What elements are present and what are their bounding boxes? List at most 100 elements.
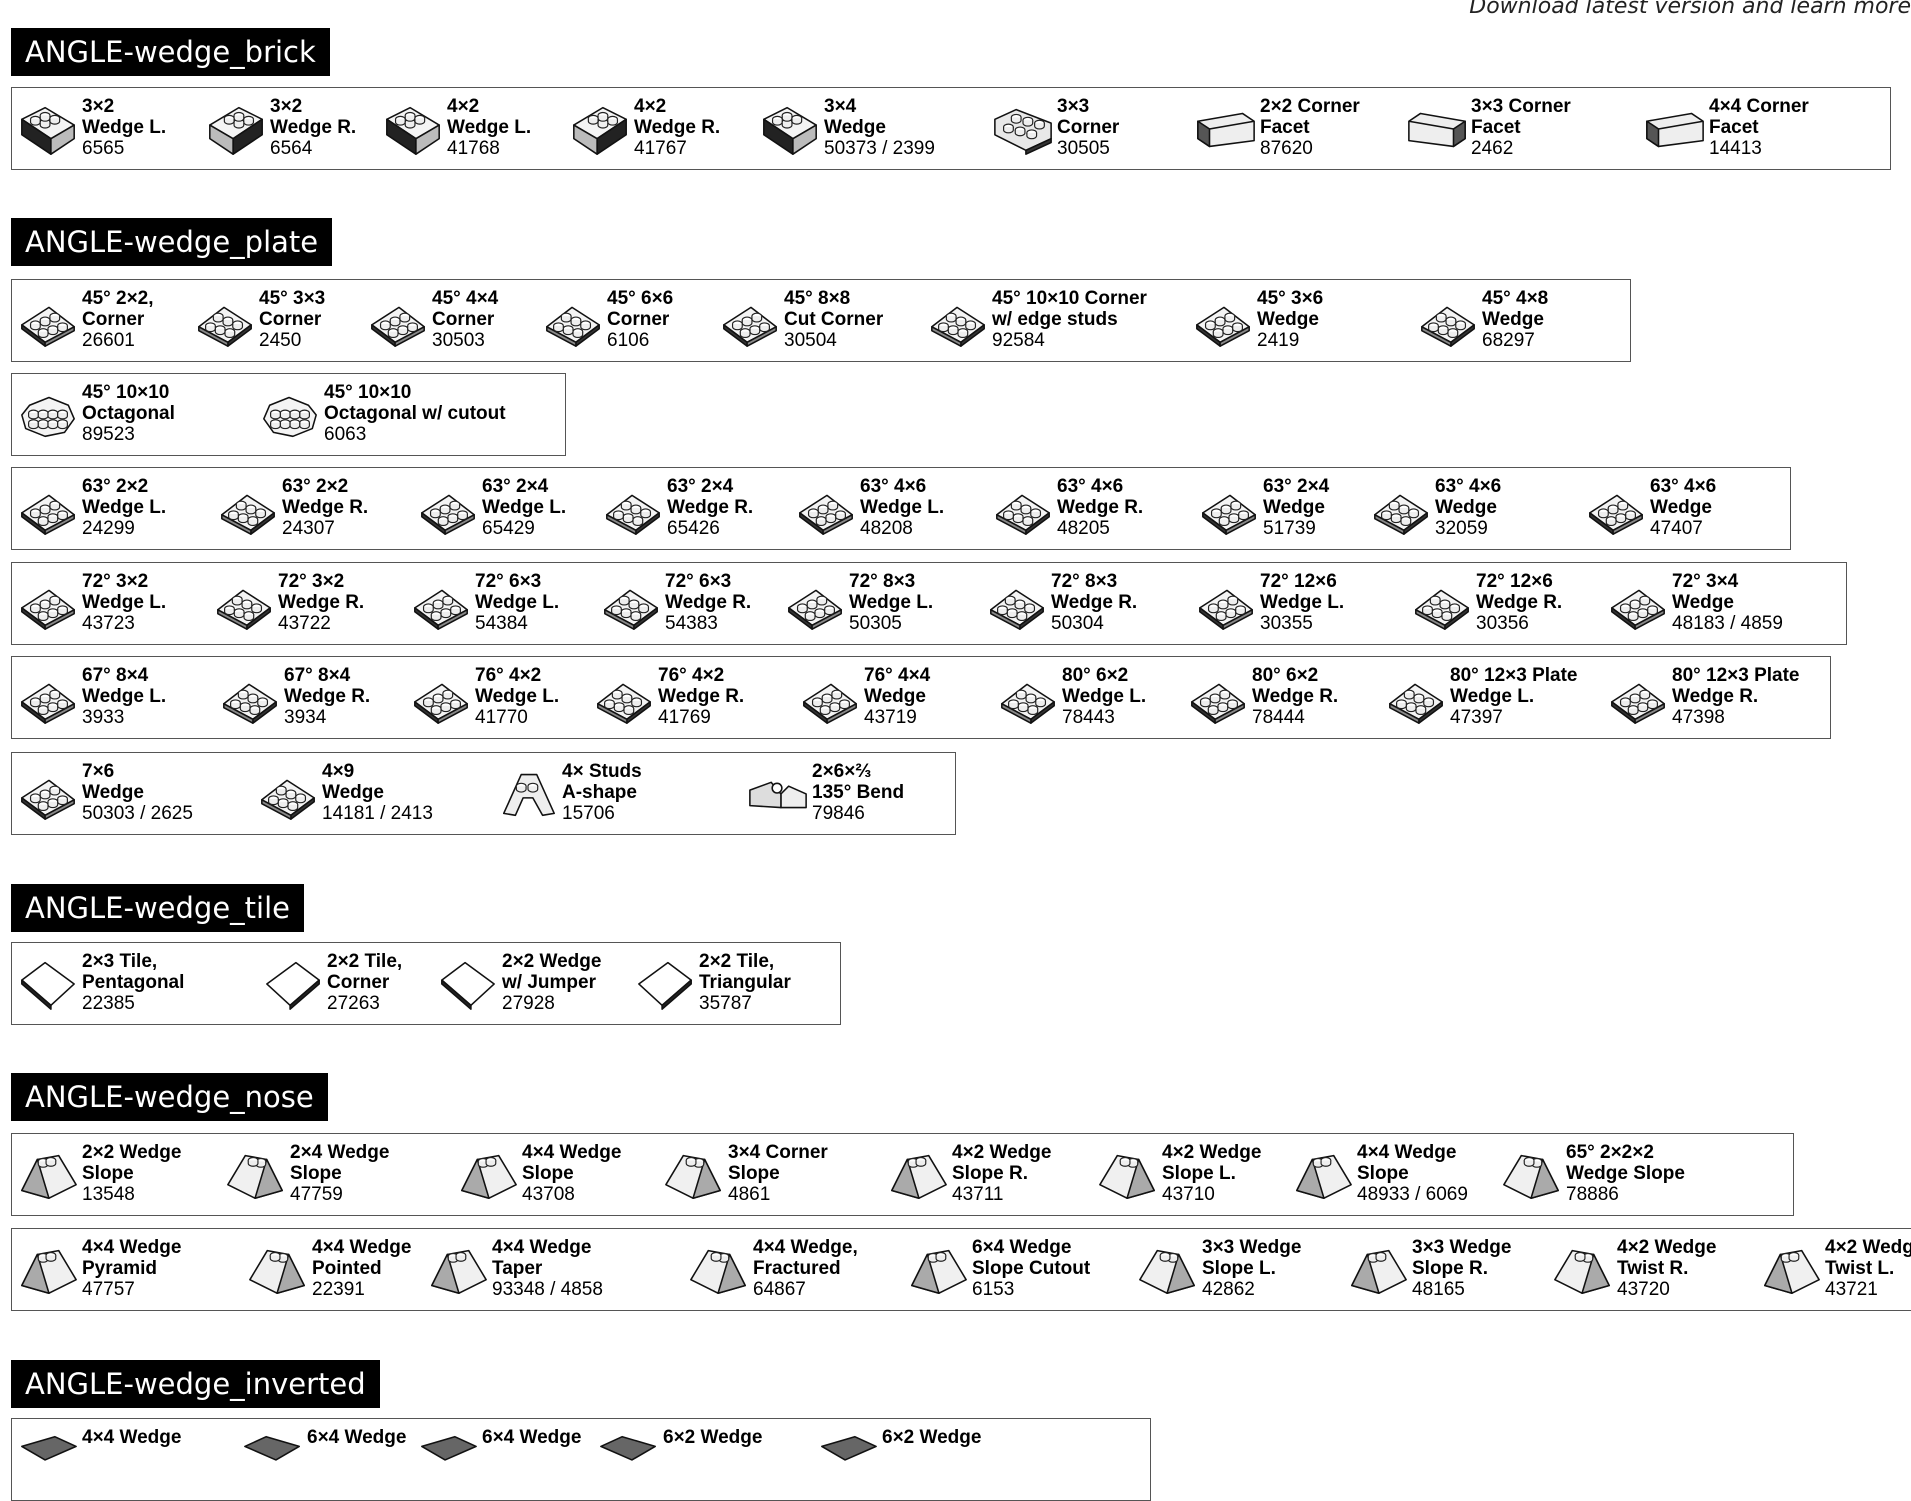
part-number: 41770 [475,707,528,728]
part-name-line: 45° 4×8 [1482,288,1549,309]
part-name-line: 4×2 Wedge [952,1142,1052,1163]
part-name-line: 45° 10×10 [82,382,170,403]
part-number: 2419 [1257,330,1300,351]
nose-icon [227,1154,283,1200]
part-name-line: 6×2 Wedge [663,1427,763,1448]
part-number: 6565 [82,138,125,159]
part-number: 15706 [562,803,615,824]
part-name-line: 4×4 Wedge [82,1237,182,1258]
part-number: 42862 [1202,1279,1255,1300]
part-number: 48165 [1412,1279,1465,1300]
part-number: 43723 [82,613,135,634]
part-name-line: Wedge R. [667,497,754,518]
part-name-line: 45° 4×4 [432,288,499,309]
part-name-line: Facet [1260,117,1310,138]
download-note[interactable]: Download latest version and learn more [1469,0,1911,19]
part-number: 27263 [327,993,380,1014]
part-number: 48205 [1057,518,1110,539]
plate-icon [414,589,468,630]
part-number: 47407 [1650,518,1703,539]
part-name-line: 4×4 Wedge [312,1237,412,1258]
plate-icon [604,589,658,630]
part-name-line: Wedge L. [447,117,532,138]
nose-icon [1764,1249,1820,1295]
part-name-line: 72° 6×3 [665,571,732,592]
nose-icon [1099,1154,1155,1200]
nose-icon [911,1249,967,1295]
part-name-line: Wedge R. [1252,686,1339,707]
part-name-line: Facet [1471,117,1521,138]
octagon-icon [263,396,317,438]
tile-icon [266,961,320,1010]
part-name-line: 63° 2×4 [667,476,734,497]
part-name-line: Corner [259,309,322,330]
part-name-line: Twist R. [1617,1258,1689,1279]
plate-icon [217,589,271,630]
part-name-line: 45° 3×6 [1257,288,1324,309]
part-name-line: Wedge L. [860,497,945,518]
part-name-line: 72° 3×2 [82,571,149,592]
part-name-line: 3×3 Wedge [1202,1237,1302,1258]
part-name-line: Wedge R. [1672,686,1759,707]
part-name-line: Wedge [824,117,886,138]
part-name-line: Wedge L. [82,117,167,138]
part-number: 3933 [82,707,125,728]
facet-icon [1408,112,1466,148]
inverted-icon [21,1435,77,1461]
part-number: 47757 [82,1279,135,1300]
plate-icon [414,683,468,724]
part-name-line: Wedge R. [634,117,721,138]
nose-icon [21,1249,77,1295]
part-name-line: Corner [1057,117,1120,138]
part-name-line: 80° 6×2 [1062,665,1129,686]
plate-icon [21,779,75,820]
part-name-line: 45° 10×10 Corner [992,288,1147,309]
nose-icon [21,1154,77,1200]
part-name-line: Wedge [1263,497,1325,518]
plate-icon [1191,683,1245,724]
part-name-line: w/ Jumper [502,972,596,993]
part-number: 87620 [1260,138,1313,159]
plate-icon [1374,494,1428,535]
part-name-line: 2×3 Tile, [82,951,158,972]
part-number: 89523 [82,424,135,445]
part-name-line: Wedge Slope [1566,1163,1685,1184]
part-name-line: Slope [728,1163,780,1184]
part-number: 43710 [1162,1184,1215,1205]
octagon-icon [21,396,75,438]
part-name-line: Slope L. [1202,1258,1276,1279]
part-name-line: 4×2 [634,96,667,117]
part-name-line: Wedge R. [658,686,745,707]
part-label: 4×4 Wedge,Fractured 64867 [753,1237,858,1300]
part-name-line: 3×3 [1057,96,1090,117]
part-name-line: Pointed [312,1258,382,1279]
part-name-line: Slope [1357,1163,1409,1184]
part-name-line: Slope R. [1412,1258,1489,1279]
part-number: 6153 [972,1279,1015,1300]
part-number: 93348 / 4858 [492,1279,603,1300]
part-name-line: 63° 4×6 [1650,476,1717,497]
part-name-line: 63° 2×2 [82,476,149,497]
part-name-line: 45° 6×6 [607,288,674,309]
part-number: 6063 [324,424,367,445]
part-number: 50304 [1051,613,1104,634]
part-number: 4861 [728,1184,771,1205]
part-label: 4×4 Wedge [82,1427,181,1448]
part-number: 78443 [1062,707,1115,728]
tile-icon [441,961,495,1010]
plate-icon [21,589,75,630]
plate-icon [723,306,777,347]
